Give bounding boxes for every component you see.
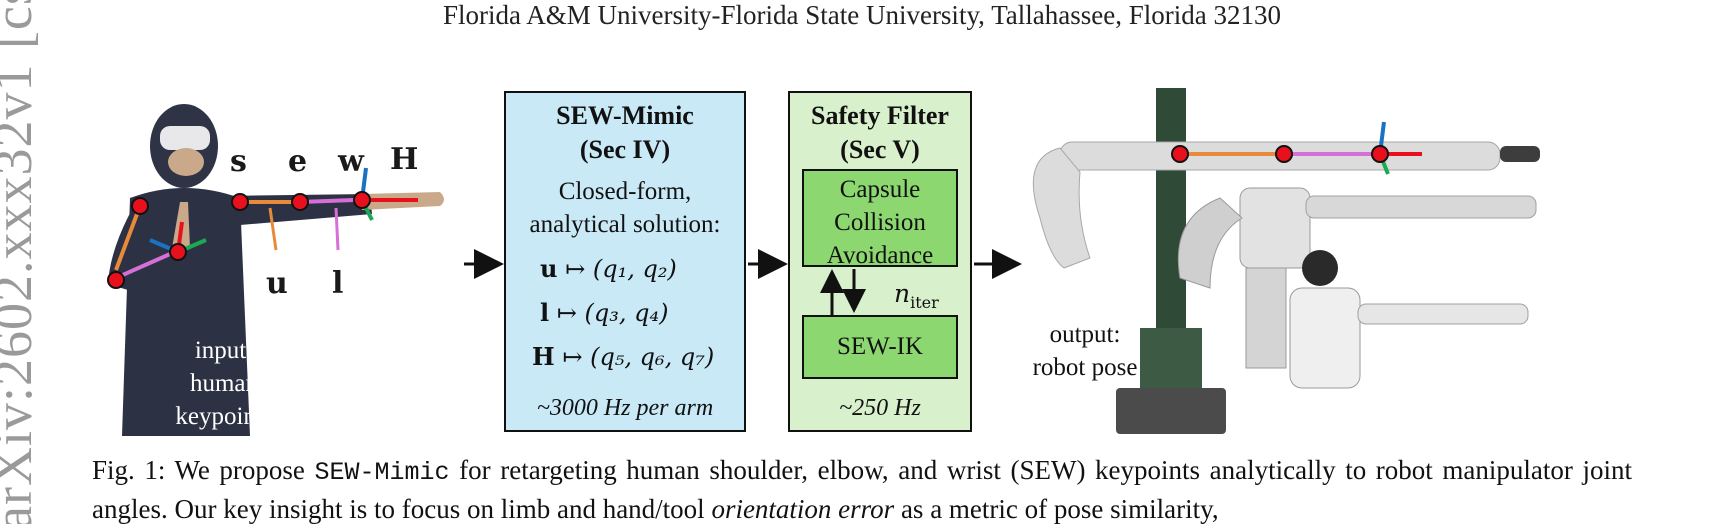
face-shape xyxy=(168,148,204,176)
sew-ik-box: SEW-IK xyxy=(802,315,958,379)
wrist-keypoint xyxy=(353,191,371,209)
l-pointer-line xyxy=(334,207,340,251)
sew-mimic-desc-line2: analytical solution: xyxy=(529,211,721,238)
caption-part2: as a metric of pose similarity, xyxy=(894,494,1219,524)
capsule-line1: Capsule xyxy=(839,176,921,203)
safety-filter-box: Safety Filter (Sec V) Capsule Collision … xyxy=(788,91,972,432)
figure-caption: Fig. 1: We propose SEW-Mimic for retarge… xyxy=(92,452,1632,527)
elbow-keypoint xyxy=(291,193,309,211)
robot-wrist-keypoint xyxy=(1371,145,1389,163)
caption-method: SEW-Mimic xyxy=(314,458,450,487)
u-pointer-line xyxy=(268,207,278,251)
left-upper-arm-vector xyxy=(114,205,142,271)
shoulder-keypoint xyxy=(231,193,249,211)
label-H: H xyxy=(390,142,419,177)
human-input-figure: s e w H u l input: human keypoints xyxy=(100,98,510,436)
output-label-line1: output: xyxy=(1049,321,1121,348)
vr-headset-icon xyxy=(160,126,210,150)
mapping-u: u ↦ (q₁, q₂) xyxy=(540,254,677,283)
mapping-H: H ↦ (q₅, q₆, q₇) xyxy=(532,342,715,371)
label-l: l xyxy=(332,266,344,301)
input-label: input: human keypoints xyxy=(144,334,304,433)
safety-title-line1: Safety Filter xyxy=(811,101,949,130)
robot-arm-elbow xyxy=(1032,147,1091,269)
input-label-line3: keypoints xyxy=(175,403,273,430)
caption-prefix: Fig. 1: We propose xyxy=(92,455,315,485)
sew-mimic-title-line1: SEW-Mimic xyxy=(556,101,694,130)
torso-shape xyxy=(122,188,250,436)
sew-mimic-description: Closed-form, analytical solution: xyxy=(506,175,744,241)
humanoid2-arm xyxy=(1357,303,1529,325)
sew-mimic-title-line2: (Sec IV) xyxy=(579,135,671,164)
label-e: e xyxy=(288,144,308,179)
sew-mimic-title: SEW-Mimic (Sec IV) xyxy=(506,99,744,167)
label-u: u xyxy=(266,266,288,301)
pedestal-bracket xyxy=(1140,328,1202,388)
label-w: w xyxy=(338,144,364,179)
left-arm-shape xyxy=(108,202,156,290)
left-elbow-keypoint xyxy=(107,271,125,289)
pedestal-base xyxy=(1116,388,1226,434)
robot-gripper-top xyxy=(1500,146,1540,162)
affiliation: Florida A&M University-Florida State Uni… xyxy=(442,0,1281,30)
sew-mimic-desc-line1: Closed-form, xyxy=(558,178,692,205)
capsule-line2: Collision xyxy=(834,209,926,236)
sew-mimic-box: SEW-Mimic (Sec IV) Closed-form, analytic… xyxy=(504,91,746,432)
output-label: output: robot pose xyxy=(1020,318,1150,384)
label-s: s xyxy=(230,144,247,179)
humanoid-arm xyxy=(1305,195,1537,219)
n-iter-label: niter xyxy=(894,279,939,312)
input-label-line2: human xyxy=(189,370,259,397)
caption-part1: for retargeting human shoulder, elbow, a… xyxy=(92,455,1632,524)
humanoid-left-arm xyxy=(1177,197,1243,289)
sew-mimic-rate: ~3000 Hz per arm xyxy=(536,395,714,421)
humanoid2-head xyxy=(1302,250,1338,286)
output-label-line2: robot pose xyxy=(1032,354,1138,381)
robot-shoulder-keypoint xyxy=(1171,145,1189,163)
humanoid-legs xyxy=(1245,267,1287,369)
humanoid-torso xyxy=(1239,187,1311,269)
human-illustration xyxy=(107,104,444,436)
safety-rate: ~250 Hz xyxy=(839,395,921,421)
mapping-l: l ↦ (q₃, q₄) xyxy=(540,298,669,327)
left-forearm-vector xyxy=(115,252,171,280)
caption-emphasis: orientation error xyxy=(711,494,895,524)
robot-output-figure xyxy=(1032,88,1540,434)
left-wrist-keypoint xyxy=(169,243,187,261)
safety-filter-title: Safety Filter (Sec V) xyxy=(790,99,970,167)
safety-title-line2: (Sec V) xyxy=(840,135,920,164)
humanoid2-torso xyxy=(1289,287,1361,389)
sew-mimic-mappings: u ↦ (q₁, q₂) l ↦ (q₃, q₄) H ↦ (q₅, q₆, q… xyxy=(506,247,744,379)
left-shoulder-keypoint xyxy=(131,197,149,215)
iteration-arrows xyxy=(820,269,866,315)
capsule-collision-box: Capsule Collision Avoidance xyxy=(802,169,958,269)
forearm-vector xyxy=(299,198,355,204)
capsule-line3: Avoidance xyxy=(826,242,934,269)
input-label-line1: input: xyxy=(194,337,254,364)
robot-elbow-keypoint xyxy=(1275,145,1293,163)
